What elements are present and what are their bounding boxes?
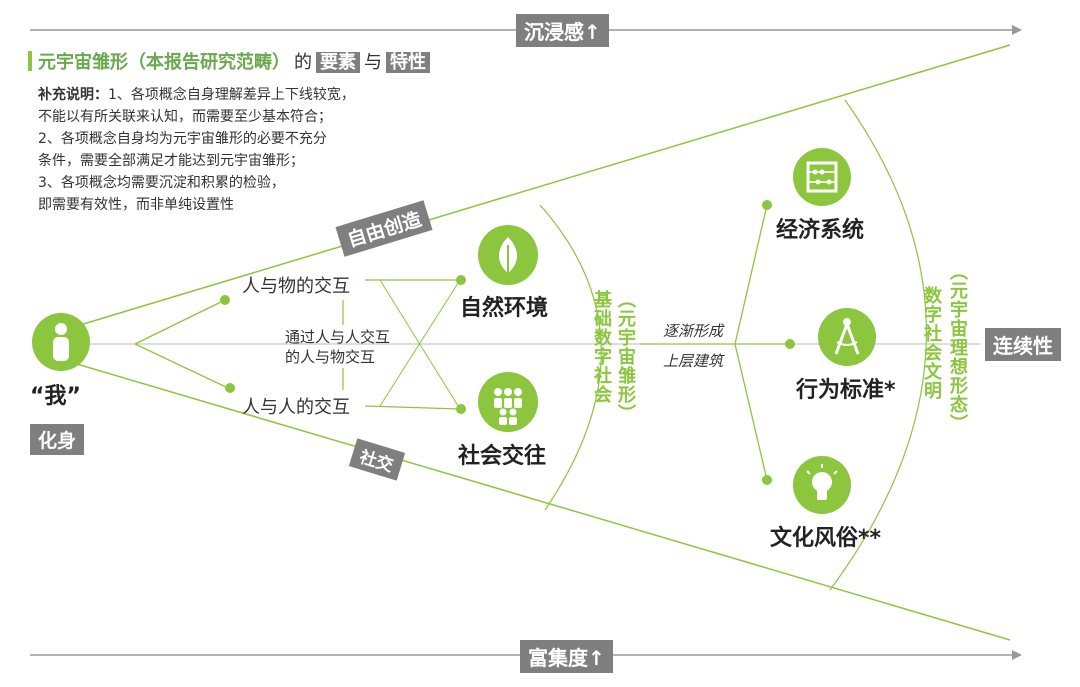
- node-economy: 经济系统: [776, 218, 865, 243]
- right-branch-upper: [734, 204, 768, 345]
- notes-line-4: 条件，需要全部满足才能达到元宇宙雏形；: [38, 153, 304, 169]
- node-behavior: 行为标准*: [796, 378, 896, 403]
- title-main: 元宇宙雏形（本报告研究范畴）: [38, 52, 290, 73]
- node-culture: 文化风俗**: [770, 526, 882, 551]
- dot-upper-branch: [220, 295, 230, 305]
- title-connector-2: 与: [364, 52, 382, 73]
- arc-basic-society: [539, 204, 602, 511]
- dot-culture: [762, 475, 772, 485]
- label-combined-2: 的人与物交互: [285, 348, 376, 366]
- title-tag-features: 特性: [386, 52, 430, 73]
- notes-line-5: 3、各项概念均需要沉淀和积累的检验，: [38, 175, 285, 191]
- cone-lower-line: [69, 361, 1011, 641]
- transition-line2: 上层建筑: [663, 352, 724, 370]
- stage-basic-line1: （元宇宙雏形）: [615, 290, 636, 423]
- title-connector-1: 的: [294, 52, 312, 73]
- title-tag-elements: 要素: [316, 52, 360, 73]
- stage-ideal-line1: （元宇宙理想形态）: [947, 262, 968, 433]
- dot-behavior: [785, 339, 795, 349]
- label-combined-1: 通过人与人交互: [285, 328, 391, 346]
- leaf-icon: [478, 225, 538, 285]
- arc-ideal-civilization: [829, 99, 927, 591]
- origin-to-lower: [134, 343, 229, 389]
- notes-line-3: 2、各项概念自身均为元宇宙雏形的必要不充分: [38, 131, 327, 147]
- compass-icon: [818, 308, 876, 366]
- title-accent-bar: [28, 51, 32, 71]
- lower-to-society: [364, 405, 461, 410]
- notes-line-2: 不能以有所关联来认知，而需要至少基本符合；: [38, 109, 332, 125]
- cross-lower: [379, 279, 461, 407]
- lightbulb-icon: [793, 456, 851, 514]
- notes-text-1: 1、各项概念自身理解差异上下线较宽，: [108, 87, 355, 103]
- cross-upper: [379, 279, 461, 410]
- dot-lower-branch: [225, 383, 235, 393]
- stage-ideal-line2: 数字社会文明: [921, 286, 942, 400]
- bottom-axis-arrow: [1012, 650, 1022, 660]
- dot-nature: [456, 275, 466, 285]
- origin-tag: 化身: [30, 424, 85, 455]
- group-icon: [478, 372, 538, 432]
- node-society: 社会交往: [458, 444, 547, 469]
- notes-label: 补充说明：: [38, 87, 108, 103]
- supplementary-notes: 补充说明：1、各项概念自身理解差异上下线较宽， 不能以有所关联来认知，而需要至少…: [38, 84, 355, 216]
- right-branch-lower: [734, 343, 768, 481]
- top-axis-label: 沉浸感↑: [516, 14, 609, 47]
- bottom-axis-label: 富集度↑: [520, 640, 613, 673]
- dot-economy: [762, 200, 772, 210]
- origin-name: “我”: [30, 384, 81, 409]
- stage-basic-line2: 基础数字社会: [591, 290, 612, 404]
- transition-line1: 逐渐形成: [663, 322, 724, 340]
- diagram-title: 元宇宙雏形（本报告研究范畴）的要素与特性: [28, 48, 430, 74]
- origin-to-upper: [134, 299, 226, 345]
- right-axis-label: 连续性: [985, 328, 1061, 361]
- abacus-icon: [793, 148, 851, 206]
- cone-upper-line: [69, 44, 1011, 329]
- dot-society: [456, 404, 466, 414]
- top-axis-arrow: [1012, 25, 1022, 35]
- label-person-object: 人与物的交互: [242, 276, 350, 297]
- notes-line-1: 补充说明：1、各项概念自身理解差异上下线较宽，: [38, 84, 355, 106]
- node-nature: 自然环境: [460, 296, 549, 321]
- notes-line-6: 即需要有效性，而非单纯设置性: [38, 197, 234, 213]
- label-person-person: 人与人的交互: [242, 397, 350, 418]
- person-icon: [32, 313, 90, 371]
